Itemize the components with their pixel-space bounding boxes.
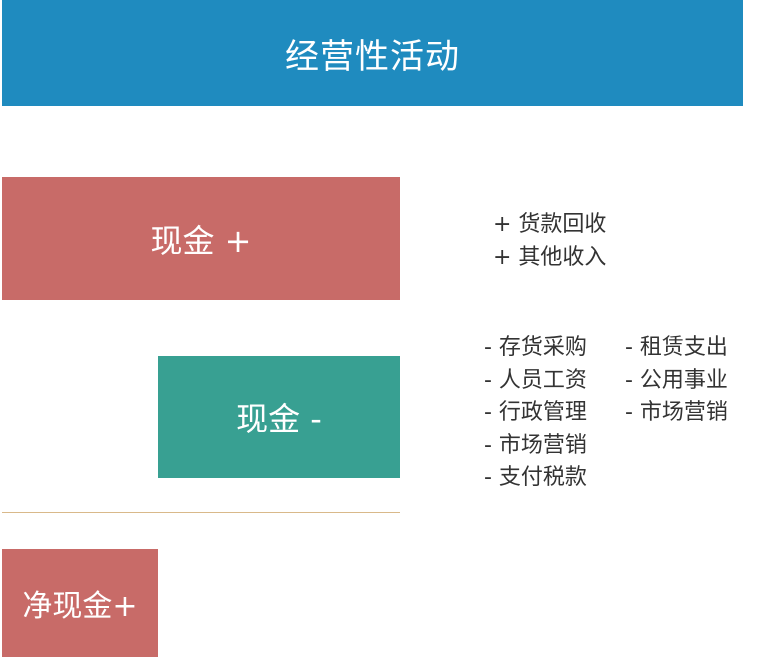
list-item: - 存货采购 [484,335,587,360]
list-item: - 人员工资 [484,367,587,393]
net-cash-label: 净现金+ [22,589,138,624]
list-item: - 行政管理 [484,400,587,425]
net-cash-box: 净现金+ [2,549,158,657]
header-banner: 经营性活动 [2,0,743,106]
list-item: - 租赁支出 [625,335,728,360]
page-title: 经营性活动 [285,36,460,77]
cash-outflow-label: 现金 - [236,400,322,438]
list-item: - 市场营销 [625,400,728,425]
list-item: - 公用事业 [625,367,728,393]
list-item: - 市场营销 [484,432,587,458]
divider-line [2,512,400,513]
cash-inflow-list: + 货款回收 + 其他收入 [493,209,606,274]
cash-inflow-box: 现金 + [2,177,400,300]
cash-inflow-label: 现金 + [150,221,252,260]
list-item: + 货款回收 [493,212,607,237]
cash-outflow-list-col1: - 存货采购 - 人员工资 - 行政管理 - 市场营销 - 支付税款 [484,332,587,495]
list-item: + 其他收入 [493,244,607,270]
cash-outflow-list-col2: - 租赁支出 - 公用事业 - 市场营销 [625,332,728,430]
cash-outflow-box: 现金 - [158,356,400,478]
list-item: - 支付税款 [484,465,587,490]
